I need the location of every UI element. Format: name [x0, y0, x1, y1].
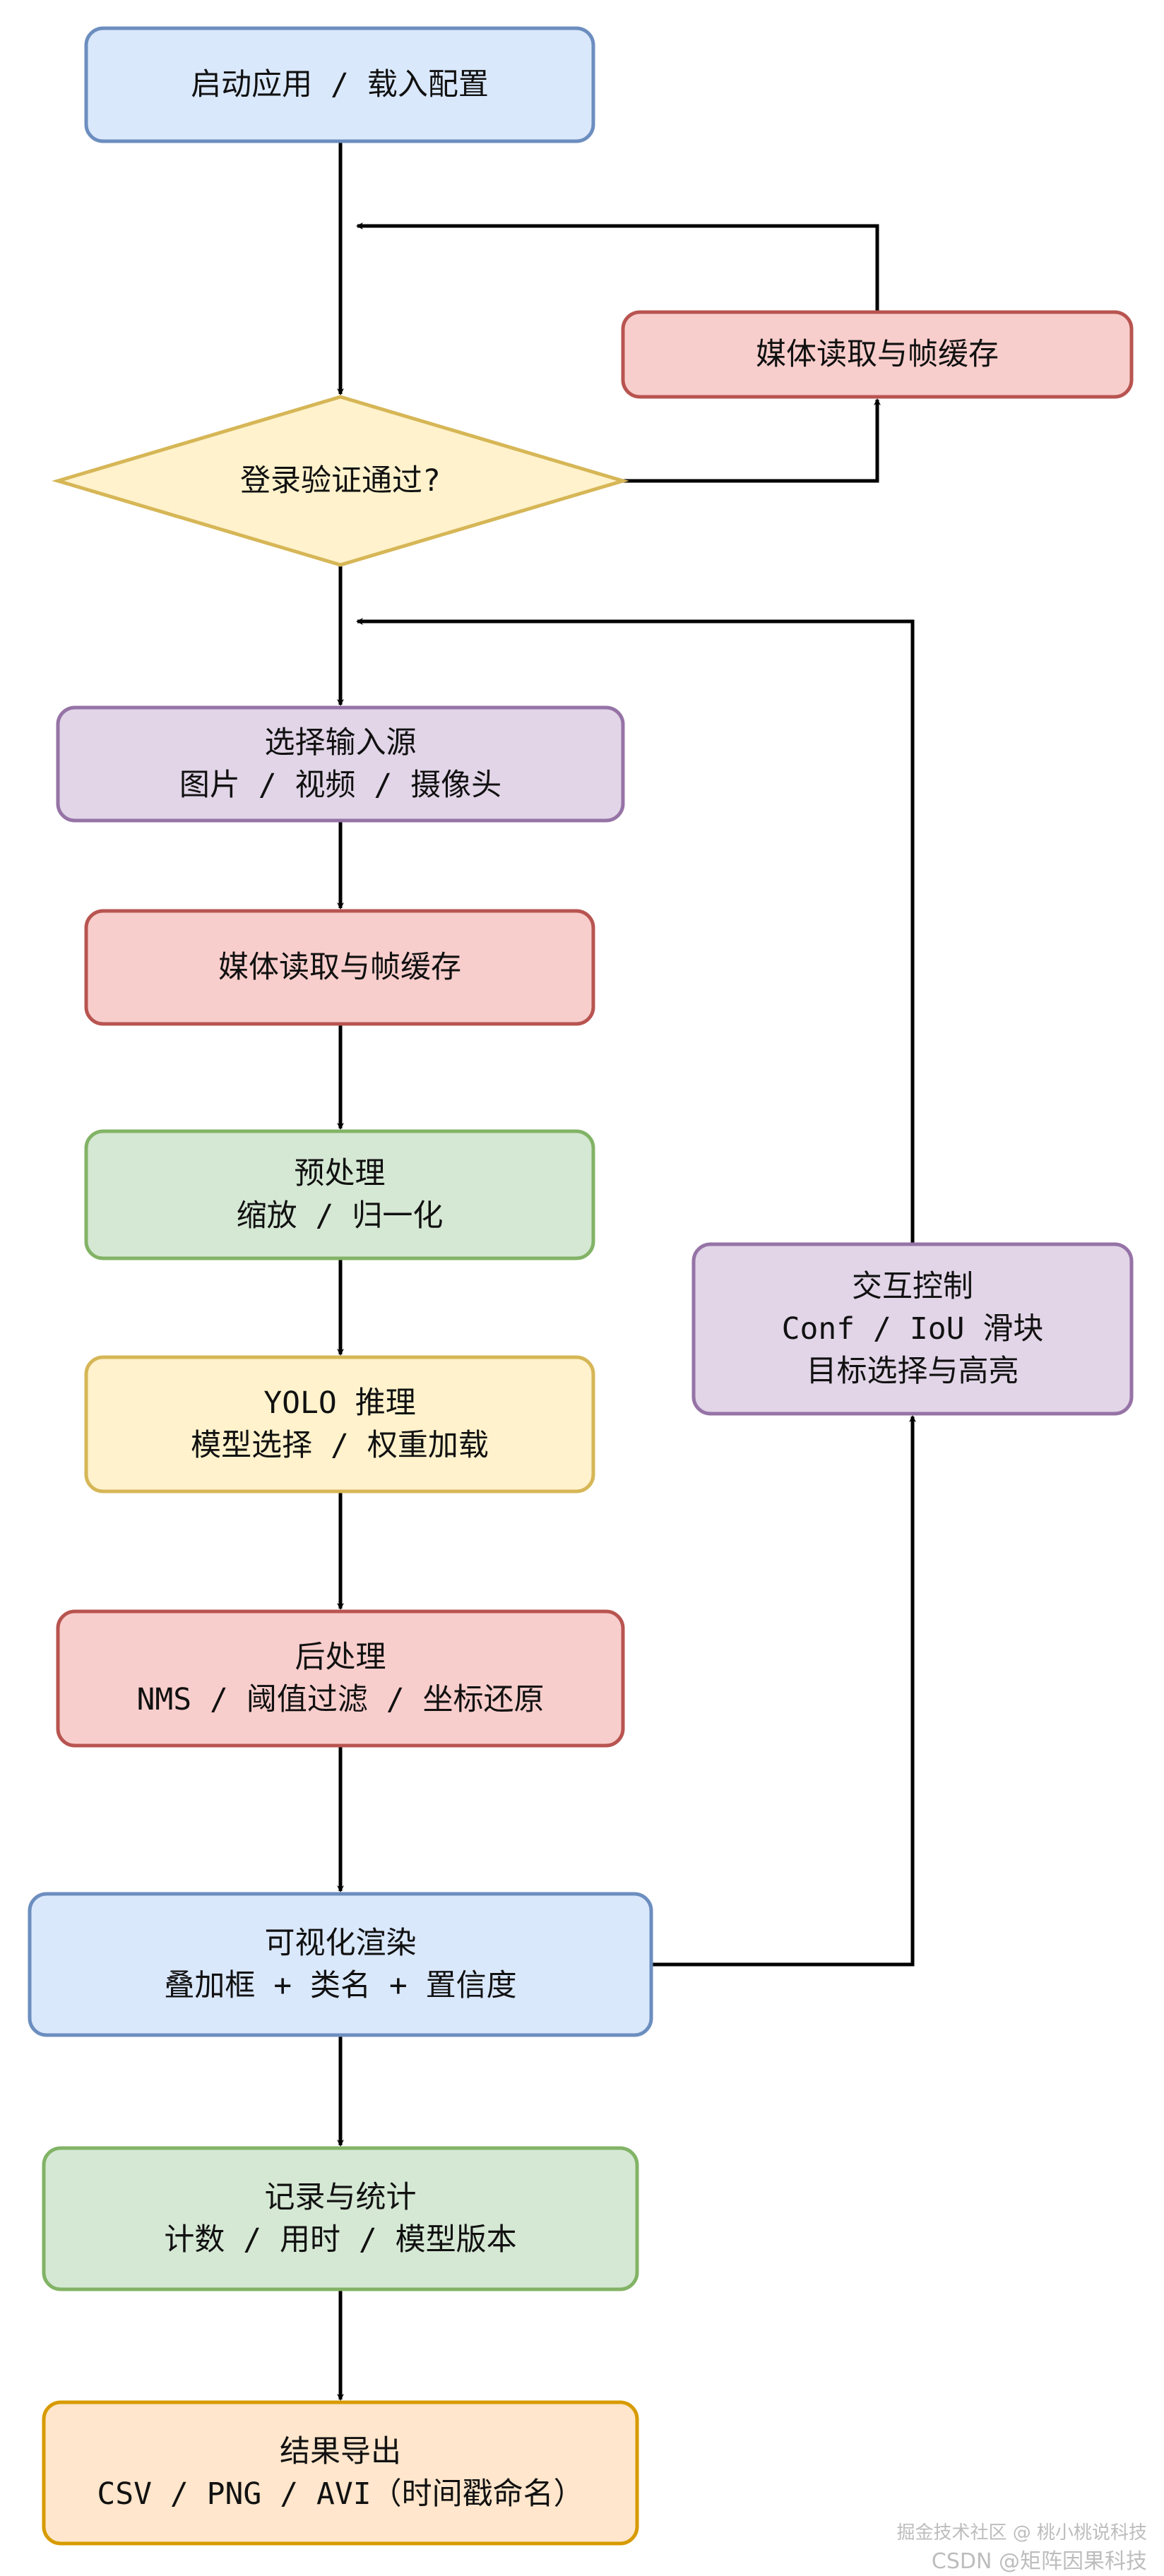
- node-record-shape: [42, 2146, 639, 2291]
- node-media_side: 媒体读取与帧缓存: [621, 310, 1134, 399]
- node-start: 启动应用 / 载入配置: [84, 26, 595, 143]
- edge-login-to-media-side: [623, 398, 881, 483]
- node-media_side-label-0: 媒体读取与帧缓存: [756, 337, 999, 372]
- edges: [337, 141, 916, 2401]
- node-export-shape: [42, 2400, 639, 2546]
- node-input-shape: [56, 705, 625, 823]
- node-media-label-0: 媒体读取与帧缓存: [218, 950, 461, 985]
- node-login: 登录验证通过?: [52, 395, 629, 567]
- node-postprocess-label-0: 后处理: [295, 1640, 386, 1675]
- edge-interact-loop-back: [356, 618, 915, 1244]
- node-yolo-shape: [84, 1355, 595, 1493]
- node-record-label-1: 计数 / 用时 / 模型版本: [164, 2222, 516, 2258]
- node-preprocess-label-1: 缩放 / 归一化: [237, 1198, 444, 1234]
- node-interact-label-1: Conf / IoU 滑块: [782, 1311, 1044, 1347]
- node-yolo-label-1: 模型选择 / 权重加载: [191, 1428, 489, 1463]
- node-render-label-1: 叠加框 + 类名 + 置信度: [164, 1968, 516, 2003]
- edge-render-to-interact: [651, 1415, 916, 1967]
- node-export-label-1: CSV / PNG / AVI（时间戳命名）: [97, 2476, 583, 2512]
- node-postprocess-shape: [56, 1609, 625, 1748]
- edge-media-side-loop-back: [356, 222, 879, 312]
- node-media: 媒体读取与帧缓存: [84, 909, 595, 1026]
- node-login-label-0: 登录验证通过?: [240, 463, 441, 499]
- node-login-shape: [52, 395, 629, 567]
- node-interact-label-2: 目标选择与高亮: [807, 1354, 1019, 1389]
- node-preprocess-shape: [84, 1129, 595, 1260]
- node-export: 结果导出 CSV / PNG / AVI（时间戳命名）: [42, 2400, 639, 2546]
- node-input-label-0: 选择输入源: [265, 725, 417, 761]
- node-yolo-label-0: YOLO 推理: [263, 1385, 415, 1421]
- node-start-shape: [84, 26, 595, 143]
- node-interact-shape: [691, 1242, 1134, 1416]
- node-media_side-shape: [621, 310, 1134, 399]
- node-export-label-0: 结果导出: [280, 2434, 401, 2469]
- node-render-shape: [28, 1892, 653, 2037]
- watermark-line-2: CSDN @矩阵因果科技: [931, 2549, 1147, 2574]
- node-render-label-0: 可视化渲染: [265, 1926, 417, 1961]
- node-postprocess-label-1: NMS / 阈值过滤 / 坐标还原: [137, 1682, 545, 1717]
- node-media-shape: [84, 909, 595, 1026]
- node-record-label-0: 记录与统计: [265, 2180, 417, 2215]
- watermark-line-1: 掘金技术社区 @ 桃小桃说科技: [896, 2522, 1147, 2544]
- node-input-label-1: 图片 / 视频 / 摄像头: [179, 768, 501, 803]
- node-interact-label-0: 交互控制: [852, 1269, 973, 1304]
- node-postprocess: 后处理 NMS / 阈值过滤 / 坐标还原: [56, 1609, 625, 1748]
- node-preprocess-label-0: 预处理: [295, 1156, 386, 1191]
- node-start-label-0: 启动应用 / 载入配置: [191, 67, 489, 102]
